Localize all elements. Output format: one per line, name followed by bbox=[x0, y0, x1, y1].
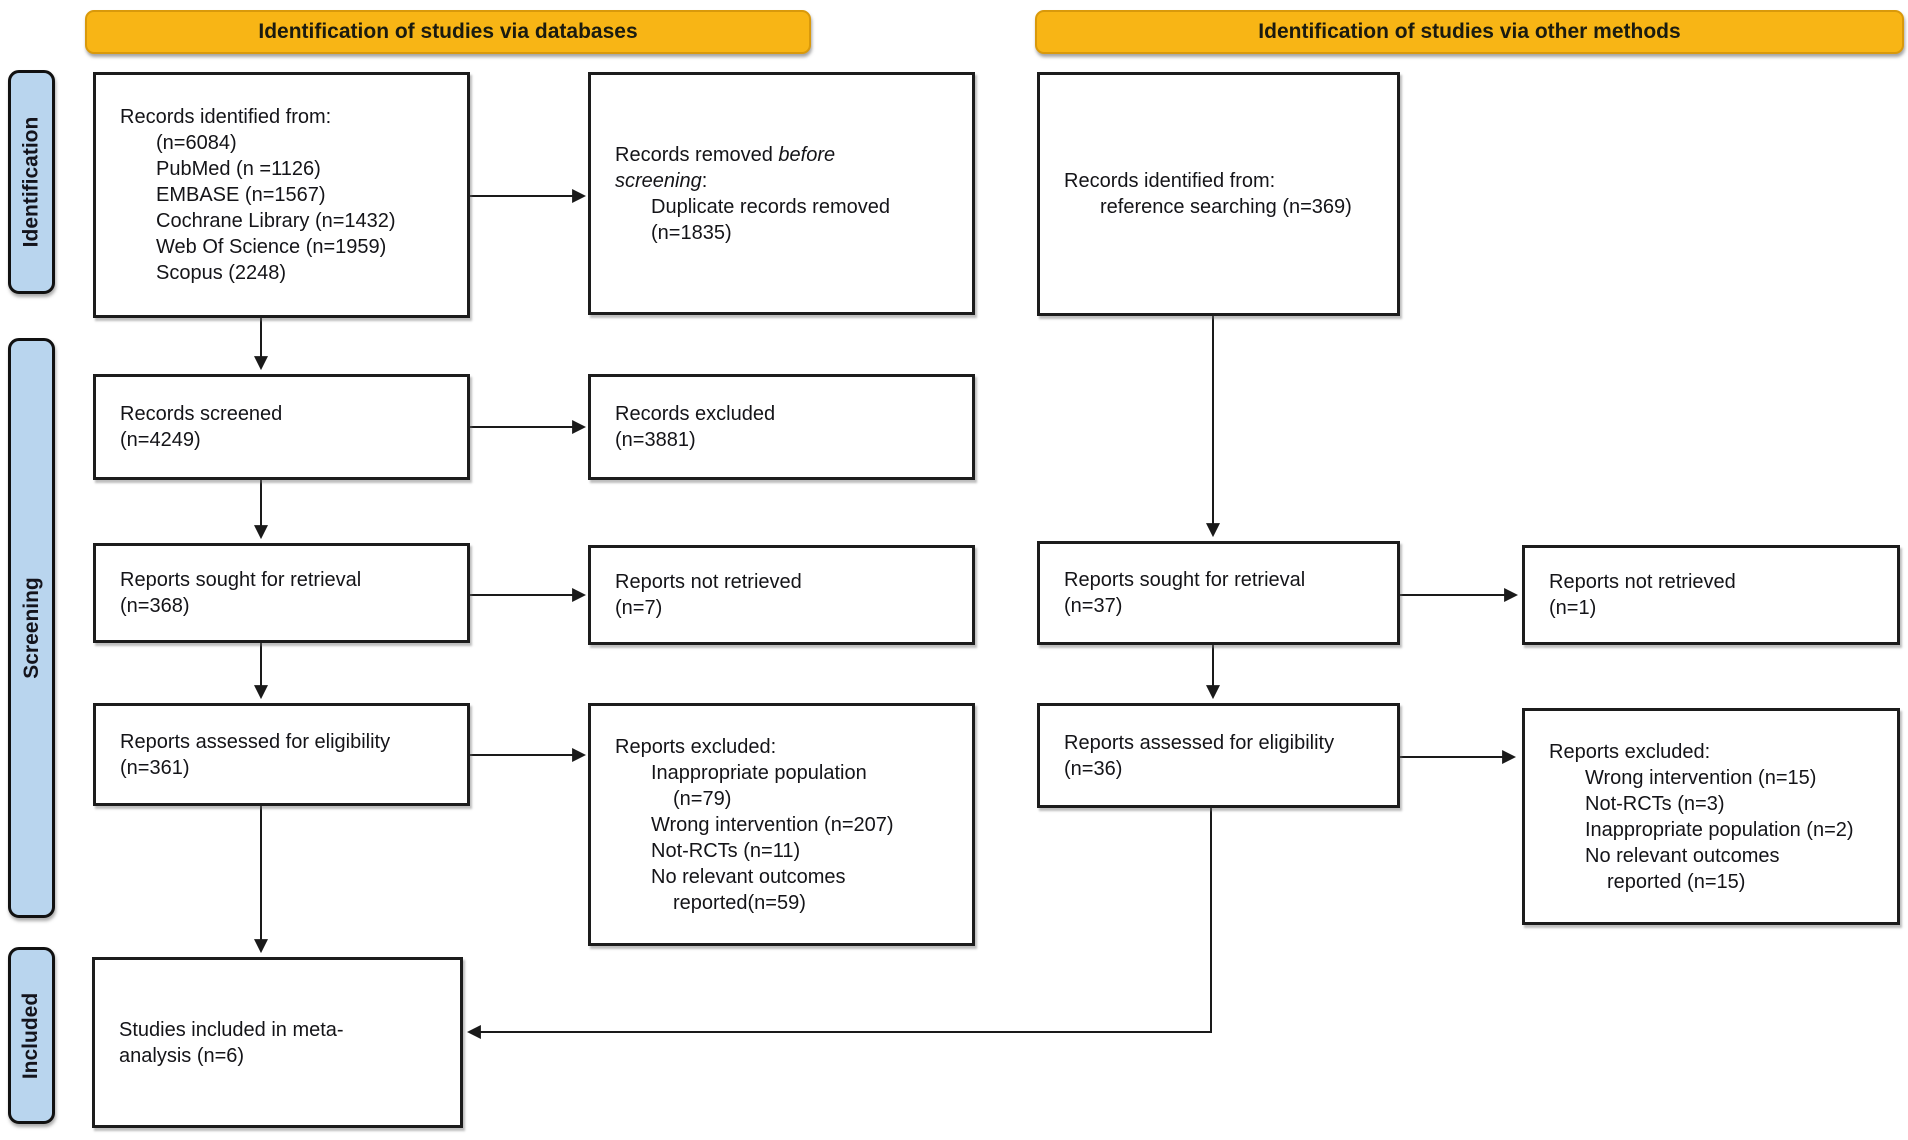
box-line: Duplicate records removed bbox=[651, 195, 890, 218]
box-line: No relevant outcomes bbox=[1585, 844, 1780, 867]
box-line: Not-RCTs (n=3) bbox=[1585, 792, 1725, 815]
box-line: reference searching (n=369) bbox=[1100, 196, 1352, 218]
box-records-identified-databases: Records identified from: (n=6084) PubMed… bbox=[93, 72, 470, 318]
box-records-removed-before-screening: Records removed before screening: Duplic… bbox=[588, 72, 975, 315]
box-line: Wrong intervention (n=15) bbox=[1585, 766, 1817, 789]
box-line: Reports sought for retrieval bbox=[120, 569, 362, 591]
banner-databases-label: Identification of studies via databases bbox=[258, 20, 638, 43]
box-records-identified-other: Records identified from: reference searc… bbox=[1037, 72, 1400, 316]
box-line: (n=79) bbox=[673, 787, 732, 810]
box-line: Wrong intervention (n=207) bbox=[651, 813, 894, 836]
box-reports-assessed-db: Reports assessed for eligibility (n=361) bbox=[93, 703, 470, 806]
box-line: Records removed before bbox=[615, 143, 836, 166]
box-line: screening: bbox=[615, 169, 708, 192]
box-line: Records excluded bbox=[615, 403, 776, 425]
box-line: Reports assessed for eligibility bbox=[120, 730, 391, 753]
box-line: Not-RCTs (n=11) bbox=[651, 839, 801, 862]
stage-included: Included bbox=[8, 947, 55, 1124]
box-line: Reports not retrieved bbox=[615, 571, 802, 593]
box-line: EMBASE (n=1567) bbox=[156, 184, 326, 206]
box-line: Reports not retrieved bbox=[1549, 571, 1736, 593]
box-line: reported(n=59) bbox=[673, 891, 806, 914]
box-studies-included: Studies included in meta- analysis (n=6) bbox=[92, 957, 463, 1128]
box-line: No relevant outcomes bbox=[651, 865, 846, 888]
box-reports-sought-other: Reports sought for retrieval (n=37) bbox=[1037, 541, 1400, 645]
box-line: Records identified from: bbox=[120, 106, 332, 128]
stage-identification: Identification bbox=[8, 70, 55, 294]
banner-databases: Identification of studies via databases bbox=[85, 10, 811, 54]
box-reports-not-retrieved-db: Reports not retrieved (n=7) bbox=[588, 545, 975, 645]
box-line: analysis (n=6) bbox=[119, 1044, 245, 1067]
stage-included-label: Included bbox=[19, 992, 43, 1079]
box-line: (n=36) bbox=[1064, 757, 1123, 780]
box-line: Inappropriate population (n=2) bbox=[1585, 818, 1854, 841]
box-line: (n=7) bbox=[615, 597, 663, 619]
box-line: (n=1) bbox=[1549, 597, 1597, 619]
box-line: Scopus (2248) bbox=[156, 262, 287, 284]
box-line: PubMed (n =1126) bbox=[156, 158, 321, 180]
box-line: (n=37) bbox=[1064, 595, 1123, 617]
box-line: Inappropriate population bbox=[651, 761, 867, 784]
box-line: Records identified from: bbox=[1064, 170, 1276, 192]
box-line: Records screened bbox=[120, 403, 283, 425]
box-line: Studies included in meta- bbox=[119, 1018, 344, 1041]
box-line: (n=1835) bbox=[651, 221, 732, 244]
box-line: Web Of Science (n=1959) bbox=[156, 236, 387, 258]
box-reports-excluded-other: Reports excluded: Wrong intervention (n=… bbox=[1522, 708, 1900, 925]
box-line: Reports excluded: bbox=[615, 735, 777, 758]
box-line: Cochrane Library (n=1432) bbox=[156, 210, 396, 232]
box-line: (n=4249) bbox=[120, 429, 201, 451]
stage-screening: Screening bbox=[8, 338, 55, 918]
box-reports-excluded-db: Reports excluded: Inappropriate populati… bbox=[588, 703, 975, 946]
stage-screening-label: Screening bbox=[19, 577, 43, 679]
banner-other-methods: Identification of studies via other meth… bbox=[1035, 10, 1904, 54]
box-reports-not-retrieved-other: Reports not retrieved (n=1) bbox=[1522, 545, 1900, 645]
banner-other-methods-label: Identification of studies via other meth… bbox=[1258, 20, 1681, 43]
box-line: (n=361) bbox=[120, 756, 190, 779]
box-line: reported (n=15) bbox=[1607, 870, 1746, 893]
box-line: Reports assessed for eligibility bbox=[1064, 731, 1335, 754]
stage-identification-label: Identification bbox=[19, 116, 43, 248]
box-line: (n=6084) bbox=[156, 132, 237, 154]
box-line: (n=368) bbox=[120, 595, 190, 617]
box-records-excluded: Records excluded (n=3881) bbox=[588, 374, 975, 480]
box-reports-sought-db: Reports sought for retrieval (n=368) bbox=[93, 543, 470, 643]
box-line: (n=3881) bbox=[615, 429, 696, 451]
box-records-screened: Records screened (n=4249) bbox=[93, 374, 470, 480]
box-line: Reports sought for retrieval bbox=[1064, 569, 1306, 591]
box-reports-assessed-other: Reports assessed for eligibility (n=36) bbox=[1037, 703, 1400, 808]
box-line: Reports excluded: bbox=[1549, 740, 1711, 763]
